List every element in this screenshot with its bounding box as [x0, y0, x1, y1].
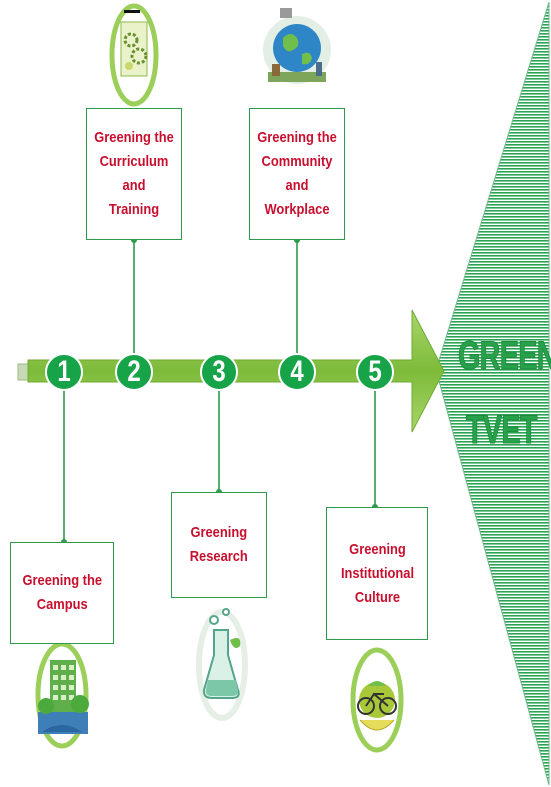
step-1-label: Greening the Campus [22, 572, 102, 613]
lab-flask-icon [196, 608, 248, 721]
step-1-marker [45, 353, 83, 391]
step-2-marker [115, 353, 153, 391]
step-4-label-box: Greening the Community and Workplace [249, 108, 345, 240]
step-5-number: 5 [368, 355, 382, 388]
step-4-marker [278, 353, 316, 391]
goal-line-2: TVET [466, 408, 538, 453]
step-5-label-box: Greening Institutional Culture [326, 507, 428, 640]
connectors [63, 240, 376, 542]
globe-community-icon [263, 8, 331, 84]
step-5-label: Greening Institutional Culture [340, 540, 414, 606]
gears-document-icon [109, 3, 159, 107]
step-1-label-box: Greening the Campus [10, 542, 114, 644]
step-2-number: 2 [127, 355, 141, 388]
step-4-label: Greening the Community and Workplace [257, 129, 337, 218]
bicycle-gear-icon [350, 647, 404, 753]
step-3-marker [200, 353, 238, 391]
step-3-label-box: Greening Research [171, 492, 267, 598]
funnel-triangle [435, 1, 550, 786]
step-3-number: 3 [212, 355, 226, 388]
step-2-label: Greening the Curriculum and Training [94, 129, 174, 218]
step-3-label: Greening Research [189, 524, 249, 565]
step-5-marker [356, 353, 394, 391]
green-building-icon [35, 641, 89, 749]
step-4-number: 4 [290, 355, 304, 388]
step-2-label-box: Greening the Curriculum and Training [86, 108, 182, 240]
goal-line-1: GREEN [458, 334, 551, 379]
step-1-number: 1 [57, 355, 71, 388]
